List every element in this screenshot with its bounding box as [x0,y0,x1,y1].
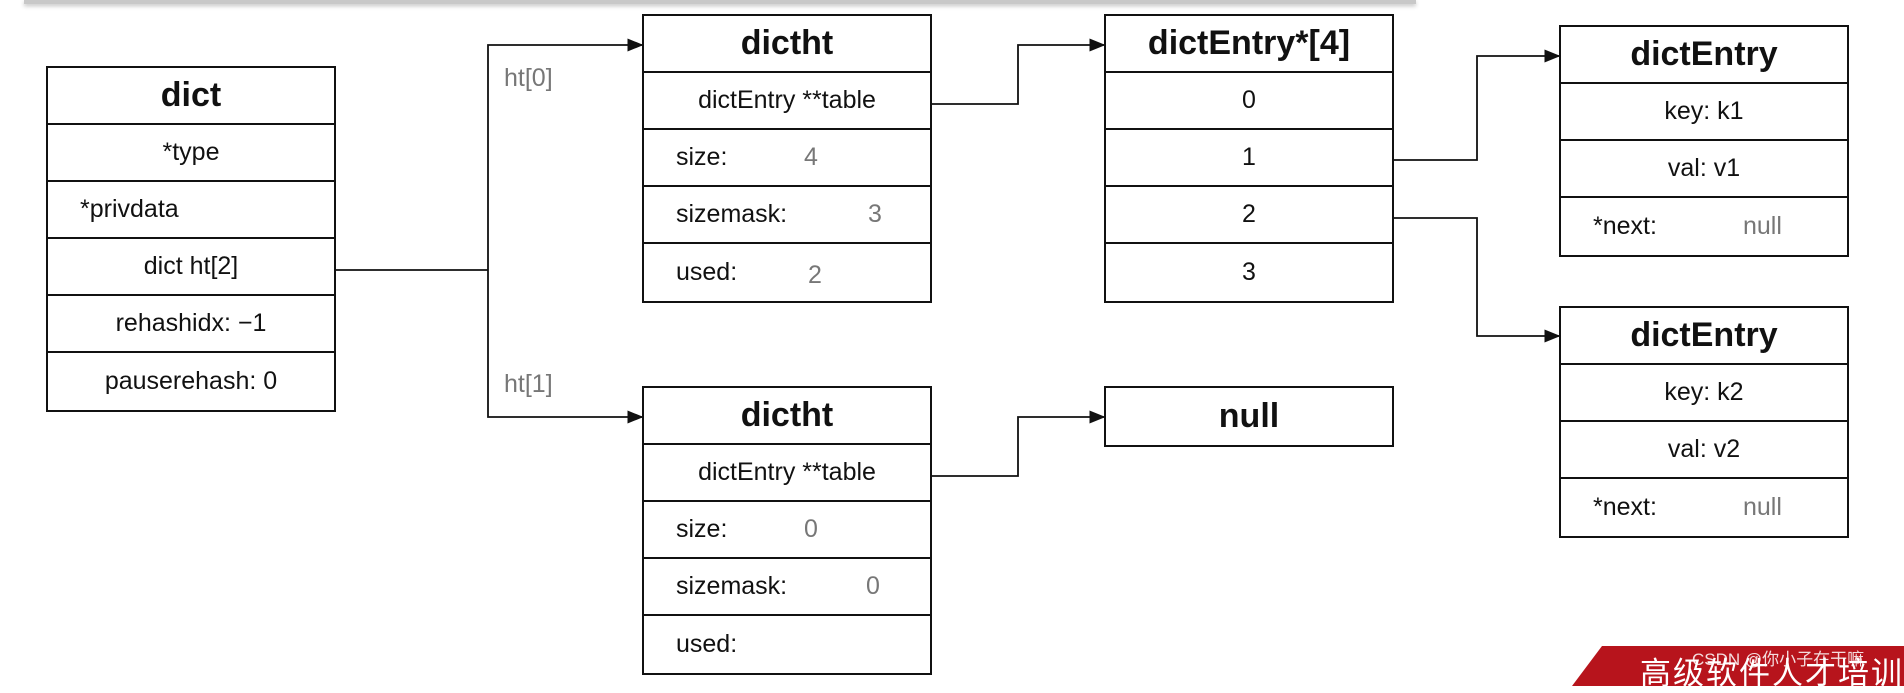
table0-to-array-arrow [931,38,1106,105]
entry2-title: dictEntry [1561,308,1847,365]
array-slot-2: 2 [1106,187,1392,244]
dictentry-k1: dictEntry key: k1 val: v1 *next: null [1559,25,1849,257]
dict-field-pauserehash: pauserehash: 0 [104,367,278,395]
entry2-val: val: v2 [1561,422,1847,479]
dictht-ht0: dictht dictEntry **table size: 4 sizemas… [642,14,932,303]
array-slot-1: 1 [1106,130,1392,187]
dictht0-title: dictht [644,16,930,73]
dictentry-array: dictEntry*[4] 0 1 2 3 [1104,14,1394,303]
entry2-next-label: *next: [1593,493,1657,521]
csdn-watermark: CSDN @你小子在干嘛 [1692,650,1865,669]
ht0-label: ht[0] [504,64,553,92]
dictht-ht1: dictht dictEntry **table size: 0 sizemas… [642,386,932,675]
entry1-val: val: v1 [1561,141,1847,198]
dictht0-sizemask: sizemask: 3 [644,187,930,244]
dictht1-size-label: size: [676,515,728,543]
slot1-to-entry1-arrow [1394,49,1561,161]
slot2-to-entry2-arrow [1394,217,1561,343]
dict-field-rehashidx: rehashidx: −1 [48,296,334,353]
dict-struct: dict *type *privdata dict ht[2] rehashid… [46,66,336,412]
dict-field-type: *type [48,125,334,182]
entry1-key: key: k1 [1561,84,1847,141]
dictht0-size-value: 4 [804,143,818,171]
dictht1-size-value: 0 [804,515,818,543]
null-box: null [1104,386,1394,447]
dictht0-sizemask-label: sizemask: [676,200,788,228]
entry2-next: *next: null [1561,479,1847,536]
ht1-arrow [487,270,644,424]
ht1-label: ht[1] [504,370,553,398]
dictht1-used-label: used: [676,630,738,658]
dictht0-table: dictEntry **table [644,73,930,130]
entry2-next-value: null [1743,493,1782,521]
dictht0-used-label: used: [676,258,738,286]
dict-title: dict [48,68,334,125]
dict-field-ht: dict ht[2] [48,239,334,296]
dictht1-table: dictEntry **table [644,445,930,502]
entry1-title: dictEntry [1561,27,1847,84]
entry1-next: *next: null [1561,198,1847,255]
array-slot-3: 3 [1242,258,1256,286]
null-title: null [1218,397,1280,435]
dict-field-privdata: *privdata [48,182,334,239]
dictentry-k2: dictEntry key: k2 val: v2 *next: null [1559,306,1849,538]
entry1-next-value: null [1743,212,1782,240]
dictht1-used: used: [644,616,930,673]
entry2-key: key: k2 [1561,365,1847,422]
dictht0-used-value: 2 [808,261,822,289]
connector-lines [334,38,1561,477]
dictht0-sizemask-value: 3 [868,200,882,228]
dictht1-title: dictht [644,388,930,445]
entry1-next-label: *next: [1593,212,1657,240]
dictht1-sizemask-value: 0 [866,572,880,600]
dictht0-size-label: size: [676,143,728,171]
dictht1-size: size: 0 [644,502,930,559]
ht0-arrow [487,38,644,270]
dictht1-sizemask: sizemask: 0 [644,559,930,616]
dictht1-sizemask-label: sizemask: [676,572,788,600]
dictht0-size: size: 4 [644,130,930,187]
top-divider-bar [24,0,1416,4]
array-slot-0: 0 [1106,73,1392,130]
array-title: dictEntry*[4] [1106,16,1392,73]
dictht0-used: used: 2 [644,244,930,301]
table1-to-null-arrow [931,410,1106,477]
